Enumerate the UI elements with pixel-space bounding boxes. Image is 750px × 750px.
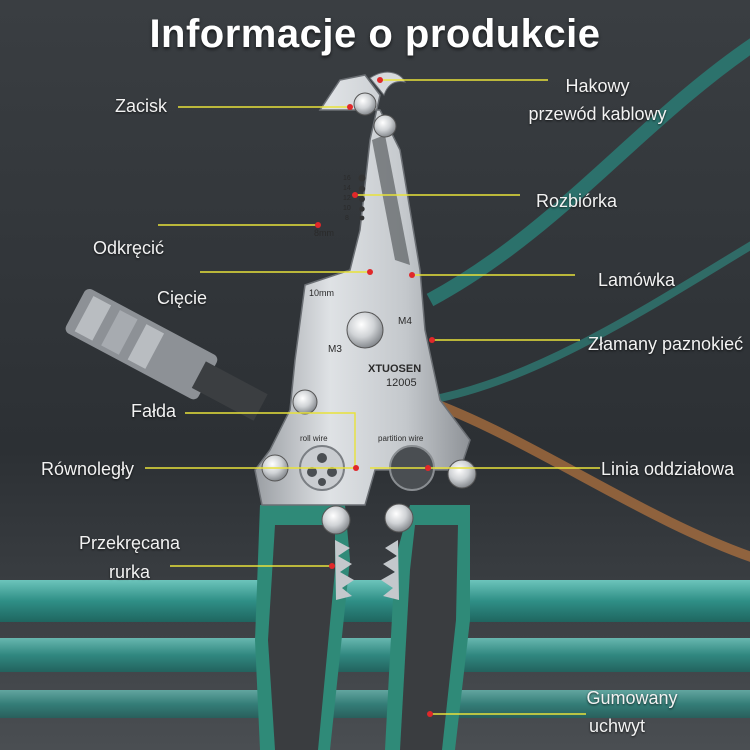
label-przekrecana-1: Przekręcana: [78, 533, 181, 553]
label-gumowany-2: uchwyt: [588, 716, 646, 736]
gauge-14: 14: [343, 185, 351, 192]
label-gumowany-1: Gumowany: [586, 688, 678, 708]
background-cables: [0, 38, 750, 718]
label-rownolegly: Równoległy: [41, 459, 135, 479]
engraving-m4: M4: [398, 316, 412, 327]
label-zlamany-paznokiec: Złamany paznokieć: [588, 334, 744, 354]
page-title: Informacje o produkcie: [149, 12, 601, 56]
label-falda: Fałda: [131, 401, 177, 421]
label-linia-oddzialowa: Linia oddziałowa: [601, 459, 735, 479]
engraving-partition-wire: partition wire: [378, 434, 424, 443]
gauge-8: 8: [345, 215, 349, 222]
gauge-16: 16: [343, 175, 351, 182]
gauge-12: 12: [343, 195, 351, 202]
engraving-m3: M3: [328, 344, 342, 355]
brand-name: XTUOSEN: [368, 363, 421, 375]
label-przekrecana-2: rurka: [108, 562, 150, 582]
engraving-roll-wire: roll wire: [300, 434, 328, 443]
marker-dots: [315, 77, 435, 717]
rubber-handles: [255, 505, 470, 750]
engravings: 16 14 12 10 8 8mm 10mm M4 M3 XTUOSEN 120…: [300, 175, 424, 443]
gauge-10: 10: [343, 205, 351, 212]
label-zacisk: Zacisk: [115, 96, 168, 116]
engraving-10mm: 10mm: [309, 288, 334, 298]
label-rozbiorka: Rozbiórka: [536, 191, 618, 211]
label-ciecie: Cięcie: [157, 288, 208, 308]
label-lamowka: Lamówka: [598, 270, 676, 290]
label-hakowy-2: przewód kablowy: [528, 104, 667, 124]
model-number: 12005: [386, 377, 417, 389]
rivets: [261, 92, 477, 535]
label-hakowy-1: Hakowy: [565, 76, 630, 96]
engraving-8mm: 8mm: [314, 228, 334, 238]
label-odkrecic: Odkręcić: [93, 238, 165, 258]
leader-lines: [145, 79, 600, 715]
